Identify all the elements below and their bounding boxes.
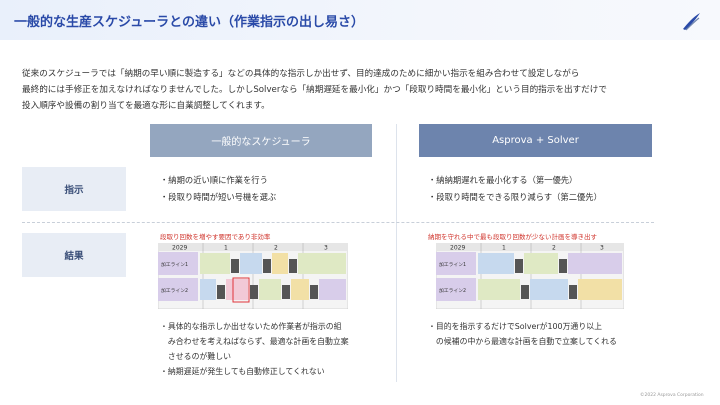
copyright-text: ©2022 Asprova Corporation	[640, 393, 704, 398]
left-instruction-list: ・納期の近い順に作業を行う ・段取り時間が短い号機を選ぶ	[160, 172, 276, 206]
column-header-general-scheduler: 一般的なスケジューラ	[150, 124, 372, 157]
page-title: 一般的な生産スケジューラとの違い（作業指示の出し易さ）	[14, 15, 364, 30]
list-item: ・目的を指示するだけでSolverが100万通り以上	[428, 322, 602, 331]
row-label-instruction: 指示	[22, 167, 126, 211]
row-label-result: 結果	[22, 233, 126, 277]
list-item: ・具体的な指示しか出せないため作業者が指示の組	[160, 322, 342, 331]
gantt-day-3: 3	[600, 245, 604, 252]
intro-line: 最終的には手修正を加えなければなりませんでした。しかしSolverなら「納期遅延…	[22, 85, 607, 95]
column-header-asprova-solver: Asprova + Solver	[419, 124, 652, 157]
list-item: ・納期遅延が発生しても自動修正してくれない	[160, 367, 325, 376]
list-item: させるのが難しい	[160, 352, 232, 361]
gantt-day-1: 1	[224, 245, 228, 252]
right-result-list: ・目的を指示するだけでSolverが100万通り以上 の候補の中から最適な計画を…	[428, 319, 617, 349]
header-bar: 一般的な生産スケジューラとの違い（作業指示の出し易さ）	[0, 0, 720, 40]
left-result-list: ・具体的な指示しか出せないため作業者が指示の組 み合わせを考えねばならず、最適な…	[160, 319, 349, 379]
gantt-line-label: 加工ライン1	[161, 261, 188, 268]
gantt-day-1: 1	[502, 245, 506, 252]
list-item: の候補の中から最適な計画を自動で立案してくれる	[428, 337, 617, 346]
gantt-day-2: 2	[274, 245, 278, 252]
gantt-line-label: 加工ライン1	[439, 261, 466, 268]
row-divider	[22, 222, 654, 223]
list-item: ・納納期遅れを最小化する（第一優先）	[428, 175, 578, 185]
gantt-day-3: 3	[324, 245, 328, 252]
list-item: ・納期の近い順に作業を行う	[160, 175, 268, 185]
left-gantt-chart: 2029 1 2 3 加工ライン1 加工ライン2	[158, 243, 348, 309]
column-divider	[396, 124, 397, 382]
right-gantt-chart: 2029 1 2 3 加工ライン1 加工ライン2	[436, 243, 624, 309]
gantt-line-label: 加工ライン2	[439, 287, 466, 294]
gantt-line-label: 加工ライン2	[161, 287, 188, 294]
list-item: ・段取り時間が短い号機を選ぶ	[160, 192, 277, 202]
gantt-year: 2029	[172, 245, 187, 252]
gantt-year: 2029	[450, 245, 465, 252]
list-item: ・段取り時間をできる限り減らす（第二優先）	[428, 192, 602, 202]
left-result-caption: 段取り回数を増やす要因であり非効率	[160, 233, 271, 241]
list-item: み合わせを考えねばならず、最適な計画を自動立案	[160, 337, 349, 346]
right-instruction-list: ・納納期遅れを最小化する（第一優先） ・段取り時間をできる限り減らす（第二優先）	[428, 172, 602, 206]
intro-line: 投入順序や設備の割り当てを最適な形に自業調整してくれます。	[22, 101, 270, 111]
right-result-caption: 納期を守れる中で最も段取り回数が少ない計画を導き出す	[428, 233, 597, 241]
gantt-day-2: 2	[552, 245, 556, 252]
intro-line: 従来のスケジューラでは「納期の早い順に製造する」などの具体的な指示しか出せず、目…	[22, 69, 580, 79]
intro-text: 従来のスケジューラでは「納期の早い順に製造する」などの具体的な指示しか出せず、目…	[22, 66, 702, 114]
company-logo-icon	[683, 13, 700, 31]
